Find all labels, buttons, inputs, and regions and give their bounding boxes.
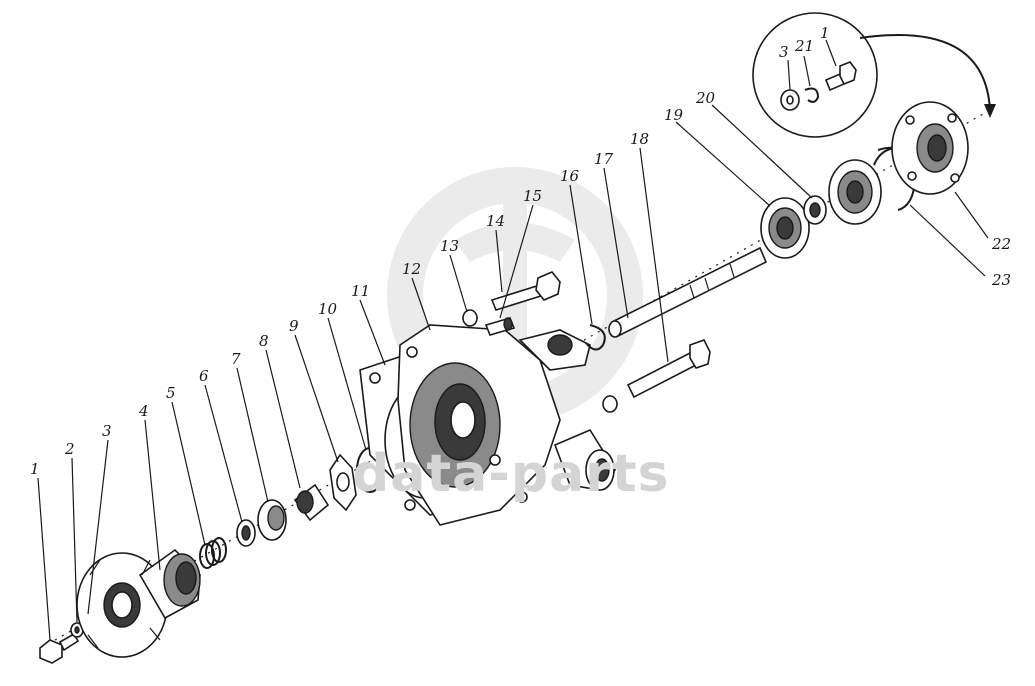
part-17-shaft — [608, 246, 768, 338]
callout-18: 18 — [630, 130, 650, 148]
callout-8: 8 — [259, 332, 269, 350]
part-8-seal — [293, 483, 330, 522]
callout-16: 16 — [560, 167, 580, 185]
part-19-bearing — [760, 197, 810, 259]
inset-pointer-arrow — [859, 34, 991, 111]
callout-6: 6 — [199, 367, 209, 385]
callout-22: 22 — [992, 235, 1012, 253]
inset-arrow-head — [984, 104, 996, 118]
callout-1-inset: 1 — [820, 24, 830, 42]
callout-14: 14 — [486, 212, 506, 230]
callout-10: 10 — [318, 300, 338, 318]
callout-5: 5 — [166, 384, 176, 402]
part-12-housing — [397, 324, 616, 526]
callout-20: 20 — [696, 89, 716, 107]
part-4-hub — [76, 548, 201, 658]
part-14-bolt — [490, 271, 561, 311]
part-5-spring — [199, 537, 227, 569]
callout-21-inset: 21 — [795, 37, 815, 55]
callout-19: 19 — [664, 106, 684, 124]
callout-4: 4 — [139, 402, 149, 420]
part-22-flange — [891, 101, 969, 195]
part-2-washer-hole — [74, 626, 80, 634]
part-6-ring-hole — [241, 525, 251, 541]
part-18-long-bolt — [602, 339, 711, 413]
part-9-lock-washer — [329, 453, 357, 512]
callout-13: 13 — [440, 237, 460, 255]
callout-1: 1 — [30, 460, 40, 478]
part-13-ring — [462, 309, 478, 327]
part-bearing-2 — [828, 159, 882, 225]
part-16-circlip — [585, 324, 606, 351]
callout-3-inset: 3 — [779, 43, 789, 61]
part-7-seal-cup — [257, 499, 287, 541]
callout-11: 11 — [351, 282, 371, 300]
callout-12: 12 — [402, 260, 422, 278]
part-1-bolt — [39, 632, 80, 664]
part-20-spacer-hole — [809, 202, 821, 218]
callout-9: 9 — [289, 317, 299, 335]
inset-detail — [752, 12, 996, 138]
callout-7: 7 — [231, 350, 241, 368]
callout-3: 3 — [102, 422, 112, 440]
callout-2: 2 — [65, 440, 75, 458]
callout-23: 23 — [992, 271, 1012, 289]
callout-17: 17 — [594, 150, 614, 168]
part-15-pin — [484, 317, 516, 336]
leader-lines — [37, 39, 989, 641]
watermark-text: data-parts — [352, 444, 670, 504]
callout-15: 15 — [523, 187, 543, 205]
